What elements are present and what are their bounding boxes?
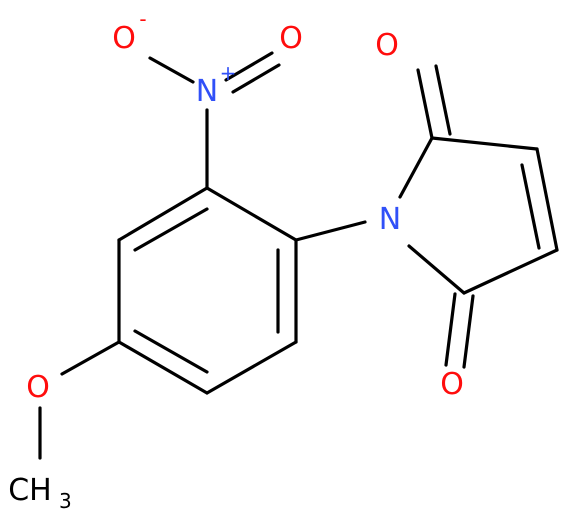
nitro-n-charge: + xyxy=(220,61,237,85)
bond-nitro-n-o-double-a xyxy=(224,51,274,82)
bond-c6-c1 xyxy=(117,186,209,242)
bond-c4-c5-inner xyxy=(133,329,209,374)
carbonyl-o-bottom-label: O xyxy=(440,367,464,402)
bond-c1-c2 xyxy=(205,186,298,242)
methyl-label: CH xyxy=(8,473,52,508)
nitro-o-minus-charge: - xyxy=(139,7,146,31)
nitro-n-label: N xyxy=(196,74,218,109)
bond-cb-cc xyxy=(535,147,559,252)
methyl-subscript: 3 xyxy=(59,489,72,513)
bond-cd-o-bottom-a xyxy=(444,292,457,367)
bond-nitro-n-o-minus xyxy=(148,56,195,84)
ether-o-label: O xyxy=(26,370,50,405)
nitro-o-label: O xyxy=(279,21,303,56)
bond-nitro-n-o-double-b xyxy=(231,63,281,94)
bond-cd-imide-n xyxy=(407,244,466,295)
bond-c6-c1-inner xyxy=(133,207,209,252)
bond-cb-cc-inner xyxy=(520,163,541,250)
imide-n-label: N xyxy=(379,202,401,237)
atom-labels: N + O - O N O O O CH 3 xyxy=(8,7,464,513)
bond-cd-o-bottom-b xyxy=(462,294,475,369)
bond-imide-n-ca xyxy=(398,136,434,199)
bonds xyxy=(38,51,559,460)
nitro-o-minus-label: O xyxy=(112,21,136,56)
bond-ca-cb xyxy=(430,136,539,151)
bond-c3-c4 xyxy=(205,340,298,395)
bond-ca-o-top-b xyxy=(434,64,452,136)
bond-c5-ether-o xyxy=(60,340,121,376)
carbonyl-o-top-label: O xyxy=(375,28,399,63)
bond-cc-cd xyxy=(462,248,559,295)
bond-ca-o-top-a xyxy=(416,68,434,140)
bond-c4-c5 xyxy=(117,340,209,395)
bond-c2-imide-n xyxy=(294,220,367,242)
